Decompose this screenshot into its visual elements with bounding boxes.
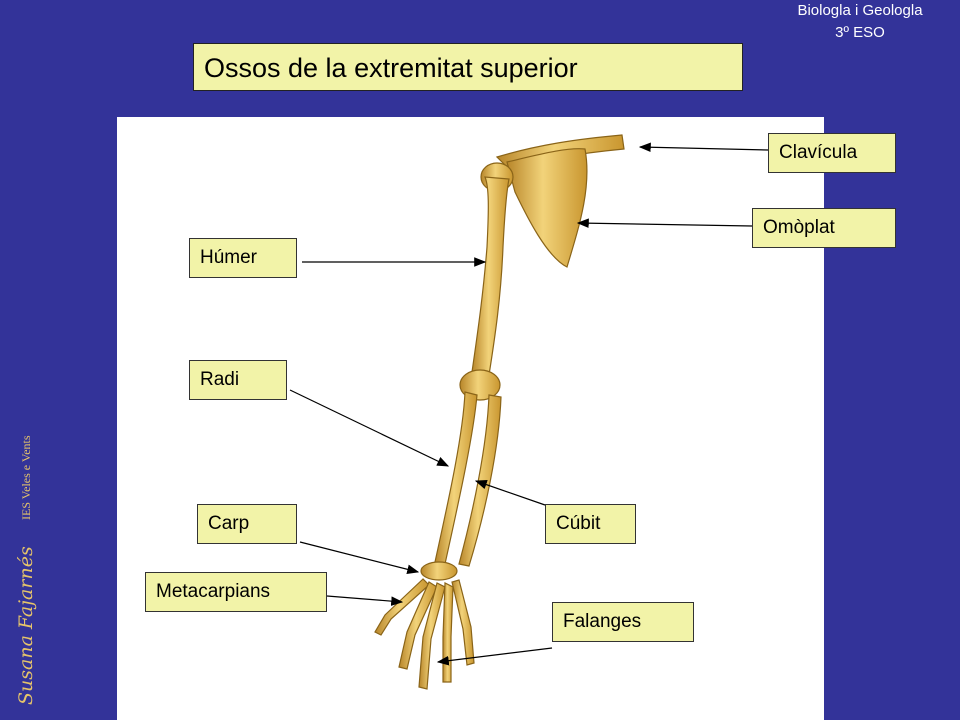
label-omoplat: Omòplat	[752, 208, 896, 248]
label-carp: Carp	[197, 504, 297, 544]
label-radi: Radi	[189, 360, 287, 400]
side-credit-text: Susana Fajarnés IES Veles e Vents	[0, 360, 50, 720]
slide-title: Ossos de la extremitat superior	[193, 43, 743, 91]
skeleton-image-panel	[117, 117, 824, 720]
label-metacarpians: Metacarpians	[145, 572, 327, 612]
side-credit: Susana Fajarnés IES Veles e Vents	[0, 360, 50, 720]
school-credit: IES Veles e Vents	[19, 435, 33, 520]
course-name: 3º ESO	[760, 22, 960, 44]
label-humer: Húmer	[189, 238, 297, 278]
label-clavicula: Clavícula	[768, 133, 896, 173]
subject-header: Biologla i Geologla 3º ESO	[760, 0, 960, 44]
label-cubit: Cúbit	[545, 504, 636, 544]
label-falanges: Falanges	[552, 602, 694, 642]
author-credit: Susana Fajarnés	[15, 546, 37, 705]
arm-skeleton-illustration	[117, 117, 824, 720]
subject-name: Biologla i Geologla	[760, 0, 960, 22]
